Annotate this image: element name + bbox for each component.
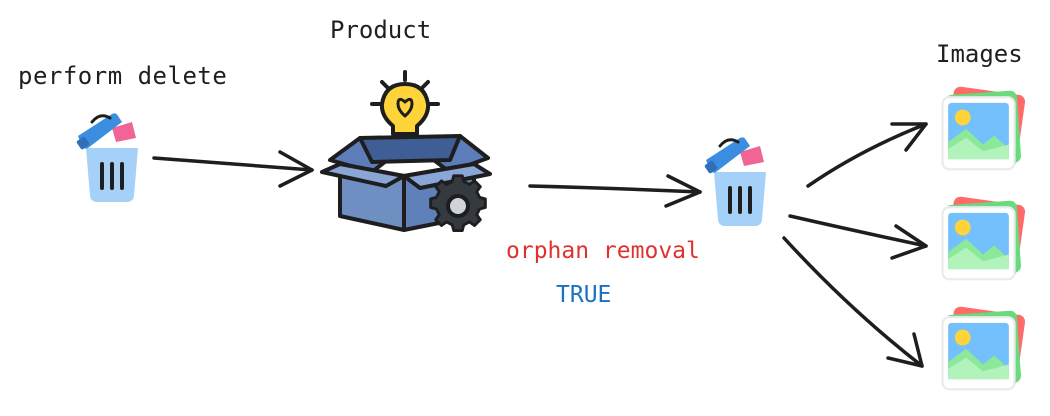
arrow-trash-to-image-3: [782, 236, 924, 368]
image-icon: [941, 86, 1028, 171]
perform-delete-label: perform delete: [18, 62, 228, 90]
images-label: Images: [936, 40, 1023, 68]
product-box-icon: [320, 70, 492, 232]
arrow-trash-to-product: [152, 150, 314, 188]
arrow-product-to-trash: [528, 174, 702, 208]
image-icon: [941, 306, 1028, 391]
orphan-removal-label: orphan removal: [506, 238, 700, 264]
trash-icon: [74, 111, 140, 204]
image-icon: [941, 196, 1028, 281]
orphan-removal-value: TRUE: [556, 282, 612, 308]
trash-icon: [702, 135, 768, 228]
product-label: Product: [330, 16, 432, 44]
arrow-trash-to-image-2: [788, 214, 928, 260]
arrow-trash-to-image-1: [806, 122, 928, 188]
